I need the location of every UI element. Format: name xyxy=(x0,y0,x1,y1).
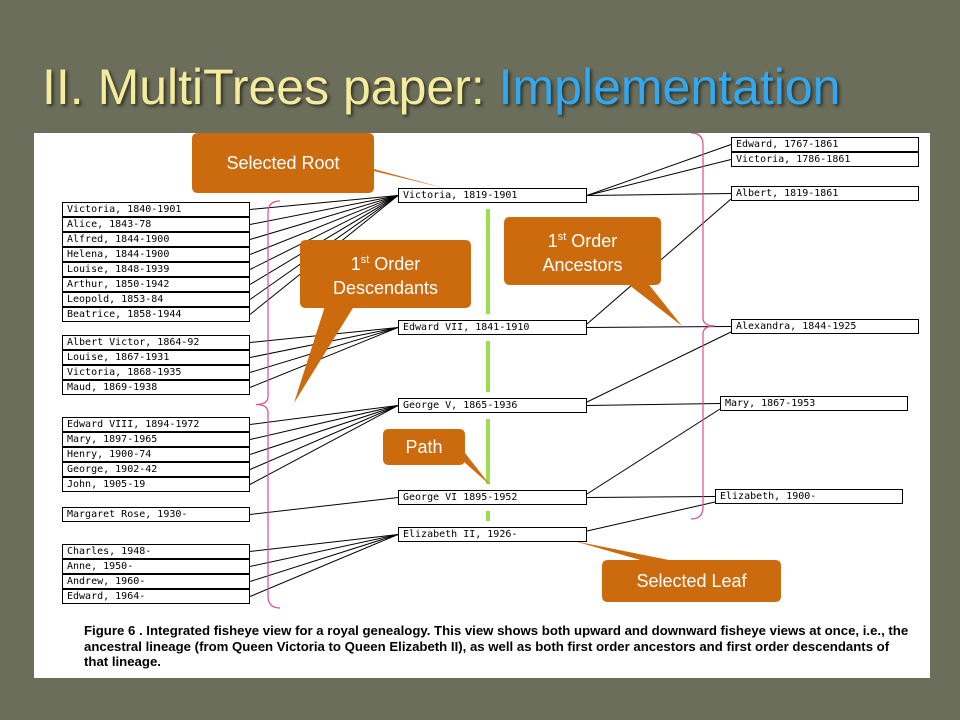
selected-root-callout-label: Selected Root xyxy=(226,153,340,173)
selected-root-callout-box xyxy=(192,133,374,193)
ancestor-edge xyxy=(586,326,732,328)
descendant-edge xyxy=(249,195,399,225)
descendant-node[interactable]: George, 1902-42 xyxy=(62,462,250,477)
descendant-node[interactable]: Margaret Rose, 1930- xyxy=(62,507,250,522)
descendant-node[interactable]: Albert Victor, 1864-92 xyxy=(62,335,250,350)
ancestor-edge xyxy=(586,403,721,406)
descendant-edge xyxy=(249,327,399,388)
descendant-node[interactable]: Edward, 1964- xyxy=(62,589,250,604)
descendant-node[interactable]: Beatrice, 1858-1944 xyxy=(62,307,250,322)
descendant-node[interactable]: Anne, 1950- xyxy=(62,559,250,574)
descendant-edge xyxy=(249,195,399,270)
descendants-bracket xyxy=(255,200,281,609)
descendant-node[interactable]: Louise, 1867-1931 xyxy=(62,350,250,365)
ancestor-edge xyxy=(586,501,716,532)
path-callout-pointer xyxy=(454,453,490,485)
descendant-node[interactable]: Alice, 1843-78 xyxy=(62,217,250,232)
descendant-edge xyxy=(249,534,399,567)
title-main: II. MultiTrees paper: xyxy=(42,59,499,115)
descendant-node[interactable]: Maud, 1869-1938 xyxy=(62,380,250,395)
ancestors-callout-box xyxy=(504,217,661,285)
descendant-node[interactable]: Leopold, 1853-84 xyxy=(62,292,250,307)
descendant-node[interactable]: Arthur, 1850-1942 xyxy=(62,277,250,292)
descendant-edge xyxy=(249,534,399,597)
descendant-node[interactable]: Charles, 1948- xyxy=(62,544,250,559)
path-callout-label: Path xyxy=(405,437,443,457)
ancestors-callout-pointer xyxy=(624,281,682,326)
descendant-node[interactable]: Alfred, 1844-1900 xyxy=(62,232,250,247)
ancestor-edge xyxy=(586,408,721,495)
descendant-node[interactable]: Mary, 1897-1965 xyxy=(62,432,250,447)
descendant-node[interactable]: John, 1905-19 xyxy=(62,477,250,492)
slide-title: II. MultiTrees paper: Implementation xyxy=(42,58,841,116)
title-highlight: Implementation xyxy=(498,59,841,115)
ancestor-edge xyxy=(586,159,732,196)
descendant-node[interactable]: Helena, 1844-1900 xyxy=(62,247,250,262)
descendant-edge xyxy=(249,195,399,210)
descendant-node[interactable]: Victoria, 1840-1901 xyxy=(62,202,250,217)
descendant-node[interactable]: Edward VIII, 1894-1972 xyxy=(62,417,250,432)
descendant-edge xyxy=(249,405,399,440)
ancestor-node[interactable]: Elizabeth, 1900- xyxy=(715,489,903,504)
tree-diagram xyxy=(192,133,781,609)
descendant-edge xyxy=(249,405,399,425)
descendant-edge xyxy=(249,497,399,515)
lineage-node[interactable]: Edward VII, 1841-1910 xyxy=(398,320,587,335)
ancestor-node[interactable]: Mary, 1867-1953 xyxy=(720,396,908,411)
ancestors-bracket xyxy=(690,133,716,520)
lineage-node[interactable]: George V, 1865-1936 xyxy=(398,398,587,413)
selected-leaf-callout-box xyxy=(602,560,781,602)
ancestor-node[interactable]: Victoria, 1786-1861 xyxy=(731,152,919,167)
figure-caption: Figure 6 . Integrated fisheye view for a… xyxy=(84,623,909,669)
ancestor-edge xyxy=(586,496,716,498)
ancestor-edge xyxy=(586,193,732,196)
lineage-node[interactable]: Victoria, 1819-1901 xyxy=(398,188,587,203)
descendant-node[interactable]: Andrew, 1960- xyxy=(62,574,250,589)
descendants-callout-box xyxy=(300,240,471,308)
descendant-edge xyxy=(249,405,399,455)
descendant-edge xyxy=(249,534,399,552)
ancestor-edge xyxy=(586,144,732,196)
ancestor-node[interactable]: Alexandra, 1844-1925 xyxy=(731,319,919,334)
path-callout-box xyxy=(383,429,465,465)
descendant-node[interactable]: Henry, 1900-74 xyxy=(62,447,250,462)
descendant-node[interactable]: Louise, 1848-1939 xyxy=(62,262,250,277)
descendant-edge xyxy=(249,534,399,582)
descendant-edge xyxy=(249,405,399,485)
selected-leaf-callout-label: Selected Leaf xyxy=(636,571,747,591)
descendants-callout-pointer xyxy=(294,303,356,403)
lineage-node[interactable]: Elizabeth II, 1926- xyxy=(398,527,587,542)
descendant-node[interactable]: Victoria, 1868-1935 xyxy=(62,365,250,380)
descendant-edge xyxy=(249,405,399,470)
ancestor-node[interactable]: Albert, 1819-1861 xyxy=(731,186,919,201)
lineage-node[interactable]: George VI 1895-1952 xyxy=(398,490,587,505)
ancestor-edge xyxy=(586,331,732,403)
selected-root-callout-pointer xyxy=(344,161,444,188)
ancestor-node[interactable]: Edward, 1767-1861 xyxy=(731,137,919,152)
descendant-edge xyxy=(249,195,399,240)
descendant-edge xyxy=(249,195,399,255)
selected-leaf-callout-pointer xyxy=(574,541,674,561)
